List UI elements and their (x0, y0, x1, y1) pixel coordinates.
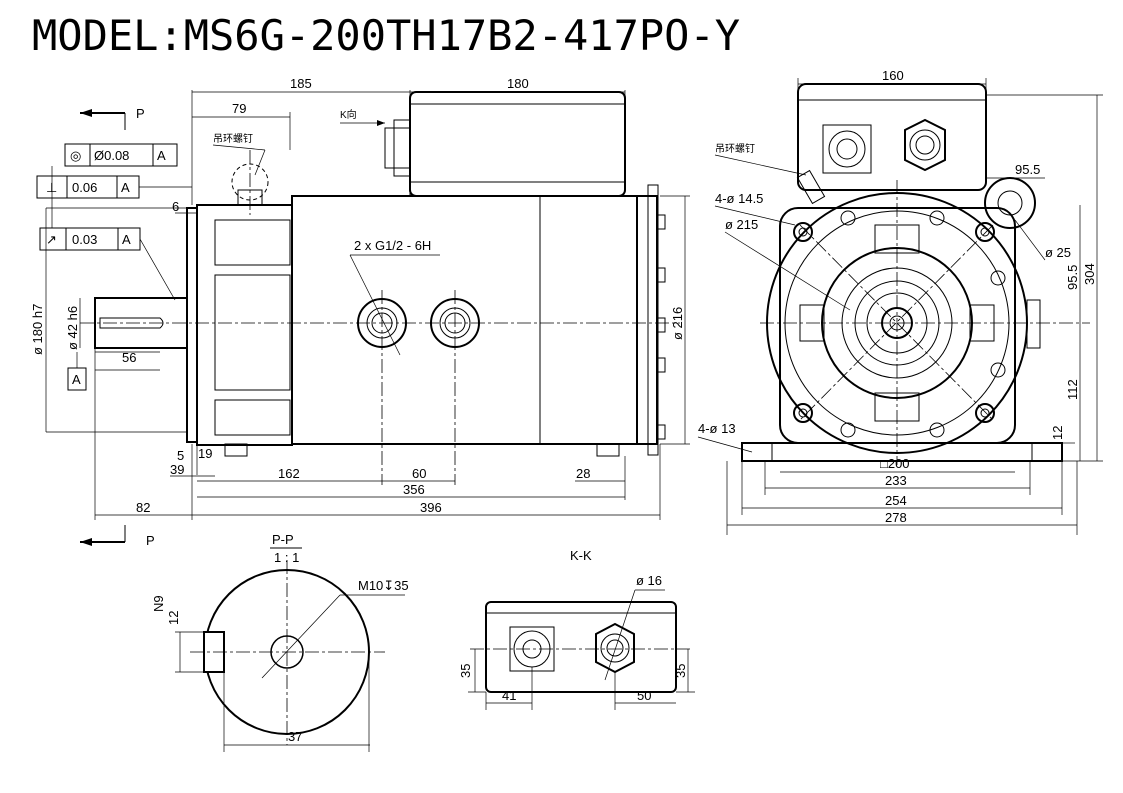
svg-text:0.03: 0.03 (72, 232, 97, 247)
svg-text:12: 12 (1050, 426, 1065, 440)
svg-text:ø 25: ø 25 (1045, 245, 1071, 260)
svg-text:K向: K向 (340, 108, 357, 121)
flange-hole-br (975, 403, 995, 423)
tolerance-frame-2: ⊥ 0.06 A (36, 175, 192, 199)
model-title: MODEL:MS6G-200TH17B2-417PO-Y (32, 11, 740, 60)
flange-hole-tl (793, 222, 813, 242)
mounting-flange (186, 207, 198, 443)
svg-text:Ø0.08: Ø0.08 (94, 148, 129, 163)
svg-text:60: 60 (412, 466, 426, 481)
svg-text:95.5: 95.5 (1065, 265, 1080, 290)
svg-text:35: 35 (673, 664, 688, 678)
end-housing (196, 204, 293, 446)
svg-text:41: 41 (502, 688, 516, 703)
svg-text:A: A (157, 148, 166, 163)
view-kk: K-K ø 16 35 35 41 50 (458, 548, 695, 710)
svg-text:12: 12 (166, 611, 181, 625)
tolerance-frame-3: ↗ 0.03 A (39, 227, 176, 301)
svg-text:39: 39 (170, 462, 184, 477)
svg-text:112: 112 (1065, 379, 1080, 400)
front-flange (779, 207, 1016, 444)
svg-text:28: 28 (576, 466, 590, 481)
svg-text:254: 254 (885, 493, 907, 508)
kk-gland (595, 622, 635, 674)
svg-text:95.5: 95.5 (1015, 162, 1040, 177)
svg-text:160: 160 (882, 68, 904, 83)
rear-cap (636, 195, 658, 445)
svg-text:5: 5 (177, 448, 184, 463)
svg-text:50: 50 (637, 688, 651, 703)
svg-text:1 : 1: 1 : 1 (274, 550, 299, 565)
svg-text:◎: ◎ (70, 148, 81, 163)
svg-text:19: 19 (198, 446, 212, 461)
svg-text:M10↧35: M10↧35 (358, 578, 409, 593)
flange-hole-bl (793, 403, 813, 423)
svg-text:396: 396 (420, 500, 442, 515)
svg-text:ø 216: ø 216 (670, 307, 685, 340)
svg-text:356: 356 (403, 482, 425, 497)
svg-text:吊环螺钉: 吊环螺钉 (715, 143, 755, 155)
terminal-box (409, 91, 626, 197)
svg-text:N9: N9 (151, 595, 166, 612)
svg-text:185: 185 (290, 76, 312, 91)
svg-text:278: 278 (885, 510, 907, 525)
section-pp: P-P 1 : 1 M10↧35 N9 12 37 (151, 532, 409, 752)
front-lifting-eye (984, 177, 1036, 229)
svg-text:162: 162 (278, 466, 300, 481)
tolerance-frame-1: ◎ Ø0.08 A (64, 143, 178, 167)
svg-text:ø 16: ø 16 (636, 573, 662, 588)
svg-text:304: 304 (1082, 263, 1097, 285)
connector-side (384, 127, 411, 169)
svg-text:A: A (122, 232, 131, 247)
svg-text:0.06: 0.06 (72, 180, 97, 195)
svg-text:79: 79 (232, 101, 246, 116)
section-pp-title: P-P (272, 532, 294, 547)
holes-base-label: 4-ø 13 (698, 421, 736, 436)
svg-text:35: 35 (458, 664, 473, 678)
side-view: 吊环螺钉 2 x G1/2 - 6H 185 180 79 K向 (30, 76, 690, 548)
svg-text:6: 6 (172, 199, 179, 214)
svg-text:233: 233 (885, 473, 907, 488)
front-connector (822, 124, 872, 174)
svg-text:P: P (136, 106, 145, 121)
front-gland (904, 118, 946, 172)
svg-text:吊环螺钉: 吊环螺钉 (213, 133, 253, 145)
svg-text:ø 180 h7: ø 180 h7 (30, 304, 45, 355)
port-note: 2 x G1/2 - 6H (354, 238, 431, 253)
svg-text:P: P (146, 533, 155, 548)
svg-text:56: 56 (122, 350, 136, 365)
svg-text:ø 215: ø 215 (725, 217, 758, 232)
datum-a: A (72, 372, 81, 387)
svg-text:37: 37 (288, 729, 302, 744)
front-view: 吊环螺钉 (697, 68, 1103, 535)
svg-text:82: 82 (136, 500, 150, 515)
svg-text:180: 180 (507, 76, 529, 91)
holes-top-label: 4-ø 14.5 (715, 191, 763, 206)
kk-terminal-box (485, 601, 677, 693)
flange-hole-tr (975, 222, 995, 242)
svg-text:ø 42 h6: ø 42 h6 (65, 306, 80, 350)
svg-text:↗: ↗ (46, 232, 57, 247)
shaft-keyway (99, 317, 164, 329)
svg-text:□200: □200 (880, 456, 910, 471)
view-kk-title: K-K (570, 548, 592, 563)
svg-text:A: A (121, 180, 130, 195)
